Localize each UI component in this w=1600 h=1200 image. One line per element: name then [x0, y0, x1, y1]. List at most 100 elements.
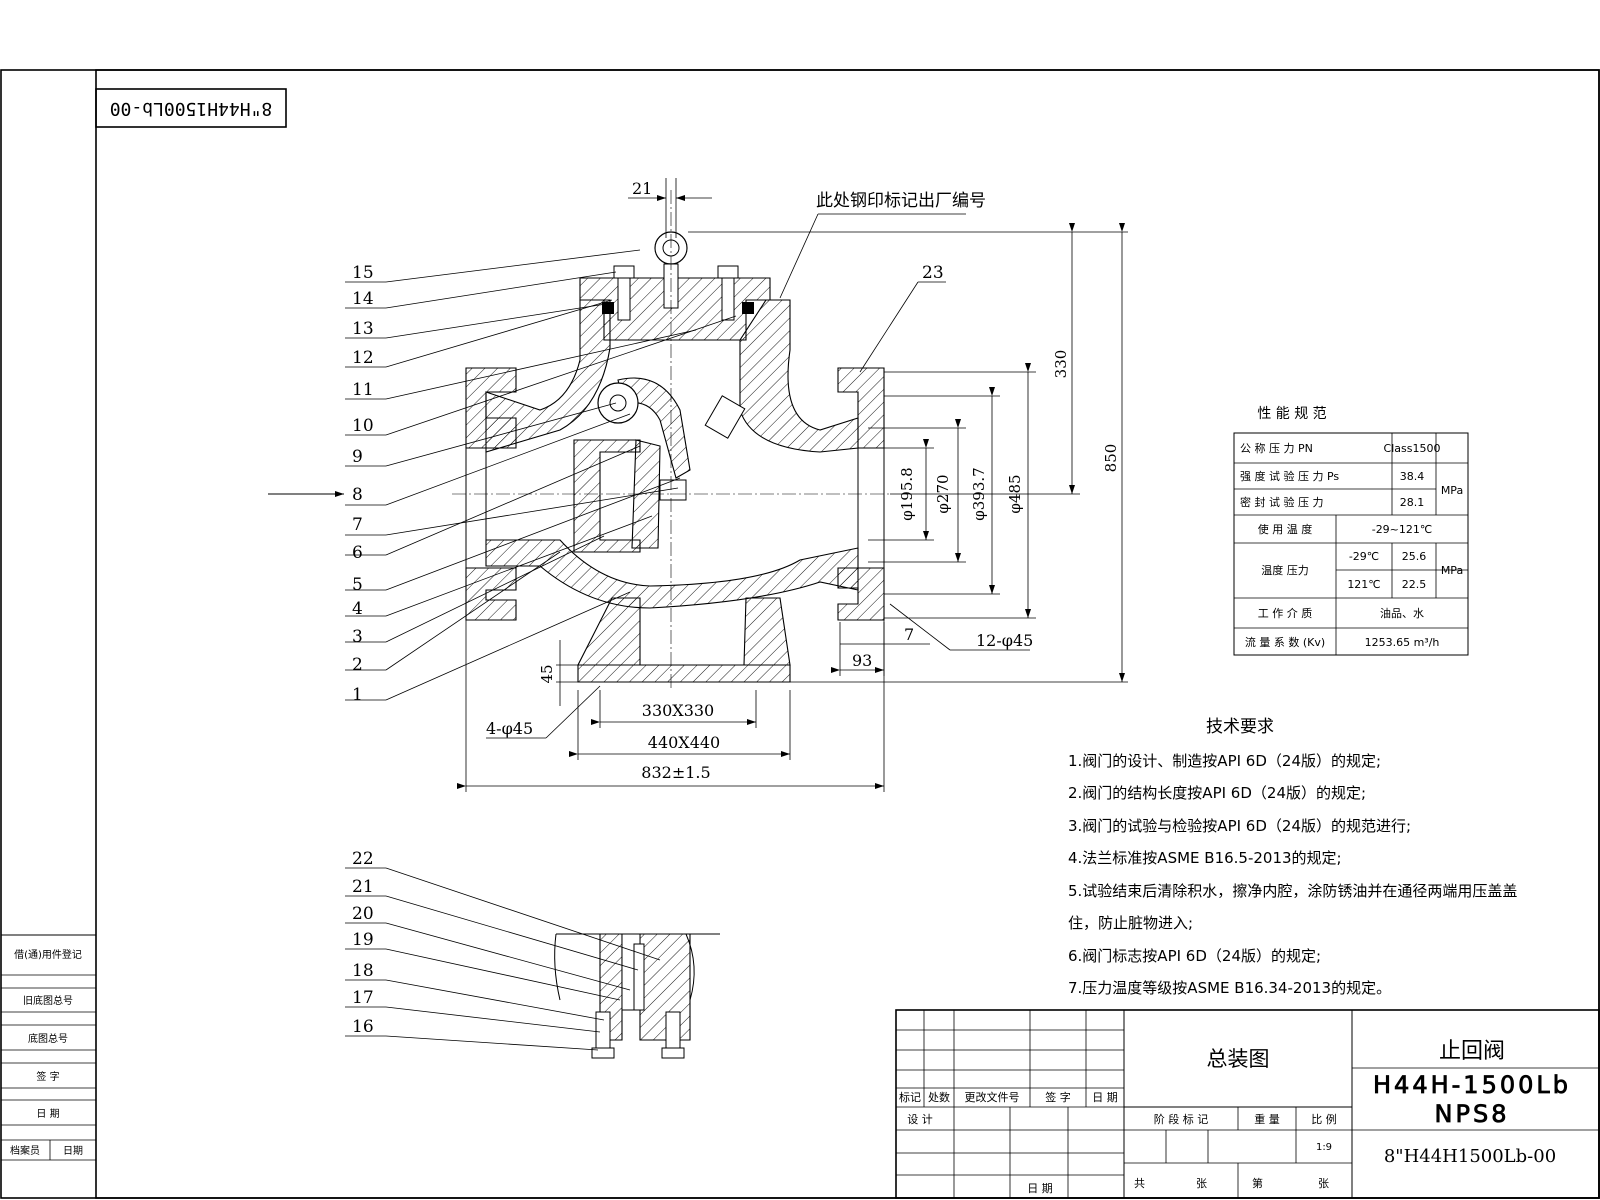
part-number: 22	[352, 849, 374, 869]
side-item: 底图总号	[28, 1032, 68, 1045]
perf-label: 使 用 温 度	[1258, 522, 1313, 536]
tb-sheet: 第	[1252, 1176, 1263, 1190]
detail-view	[554, 933, 720, 1059]
tb-header: 更改文件号	[965, 1090, 1020, 1104]
tech-item: 1.阀门的设计、制造按API 6D（24版）的规定;	[1068, 752, 1381, 770]
tb-sheet: 共	[1134, 1177, 1145, 1190]
tb-drawing-title: 总装图	[1207, 1047, 1270, 1071]
perf-label: 密 封 试 验 压 力	[1240, 495, 1323, 509]
perf-value: 1253.65 m³/h	[1365, 636, 1440, 649]
part-number: 19	[352, 930, 374, 950]
part-number: 13	[352, 319, 374, 339]
tb-weight: 重 量	[1254, 1112, 1280, 1126]
dim-dia-270: φ270	[934, 474, 952, 513]
part-number: 1	[352, 685, 363, 705]
perf-value: 油品、水	[1380, 606, 1424, 620]
tech-item: 2.阀门的结构长度按API 6D（24版）的规定;	[1068, 784, 1366, 802]
dim-dia-393: φ393.7	[970, 467, 988, 520]
perf-unit: MPa	[1441, 564, 1463, 577]
part-number: 12	[352, 348, 374, 368]
dim-length: 832±1.5	[641, 763, 710, 782]
inner-frame	[95, 69, 1600, 1199]
part-numbers-detail: 22 21 20 19 18 17 16	[352, 849, 374, 1037]
part-leaders-main	[345, 213, 966, 701]
tech-item: 住，防止脏物进入;	[1068, 914, 1193, 932]
side-item: 日 期	[36, 1108, 59, 1120]
outer-border	[0, 69, 1600, 1199]
dim-flange-7: 7	[904, 625, 914, 644]
part-number: 18	[352, 961, 374, 981]
performance-title: 性 能 规 范	[1257, 405, 1326, 422]
part-number: 16	[352, 1017, 374, 1037]
perf-temp: -29℃	[1349, 550, 1379, 563]
valve-body-section	[268, 190, 890, 690]
part-number: 21	[352, 877, 374, 897]
tb-sheet: 张	[1196, 1177, 1207, 1190]
perf-unit: MPa	[1441, 484, 1463, 497]
dimensions: 21 330 850 φ195.8 φ270 φ393.7 φ485 12-φ4…	[457, 178, 1128, 792]
part-number: 2	[352, 655, 363, 675]
tech-item: 7.压力温度等级按ASME B16.34-2013的规定。	[1068, 979, 1391, 997]
tb-product-name: 止回阀	[1439, 1039, 1505, 1064]
perf-label: 公 称 压 力 PN	[1240, 441, 1313, 455]
perf-temp: 121℃	[1347, 578, 1380, 591]
tb-drawing-number: 8"H44H1500Lb-00	[1384, 1146, 1556, 1167]
side-footer-left: 档案员	[10, 1144, 40, 1157]
part-number: 11	[352, 380, 374, 400]
perf-label: 温度 压力	[1261, 563, 1309, 577]
tech-item: 5.试验结束后清除积水，擦净内腔，涂防锈油并在通径两端用压盖盖	[1068, 882, 1517, 900]
part-number: 6	[352, 543, 363, 563]
part-number: 17	[352, 988, 374, 1008]
perf-value: 22.5	[1402, 578, 1427, 591]
part-number: 4	[352, 599, 363, 619]
tb-sheet: 张	[1318, 1177, 1329, 1190]
dim-base-holes: 4-φ45	[486, 719, 533, 738]
perf-label: 工 作 介 质	[1258, 607, 1313, 620]
perf-value: 25.6	[1402, 550, 1427, 563]
part-number: 7	[352, 515, 363, 535]
tb-header: 签 字	[1045, 1090, 1071, 1104]
perf-value: 28.1	[1400, 496, 1425, 509]
perf-label: 流 量 系 数 (Kv)	[1245, 635, 1325, 649]
perf-value: Class1500	[1384, 442, 1441, 455]
performance-table: 性 能 规 范 公 称 压 力 PN Class1500 强 度 试 验 压 力…	[1233, 405, 1469, 656]
part-number: 20	[352, 904, 374, 924]
side-footer-right: 日期	[63, 1145, 83, 1157]
dim-dia-195: φ195.8	[898, 467, 916, 520]
tech-title: 技术要求	[1206, 717, 1274, 737]
tb-header: 处数	[928, 1091, 950, 1104]
rotated-drawing-number-box: 8"H44H1500Lb-00	[95, 88, 287, 128]
tech-item: 4.法兰标准按ASME B16.5-2013的规定;	[1068, 849, 1342, 867]
dim-dia-485: φ485	[1006, 474, 1024, 513]
part-number: 15	[352, 263, 374, 283]
dim-flange-93: 93	[852, 651, 872, 670]
part-number: 8	[352, 485, 363, 505]
tech-item: 3.阀门的试验与检验按API 6D（24版）的规范进行;	[1068, 817, 1411, 835]
tb-size: NPS8	[1435, 1100, 1510, 1128]
tb-model: H44H-1500Lb	[1373, 1071, 1571, 1099]
tb-scale: 1:9	[1316, 1142, 1332, 1153]
part-number: 14	[352, 289, 374, 309]
part-number: 3	[352, 627, 363, 647]
side-item: 签 字	[36, 1070, 59, 1083]
dim-330: 330	[1052, 350, 1070, 379]
tb-date: 日 期	[1027, 1182, 1053, 1195]
rotated-drawing-number: 8"H44H1500Lb-00	[110, 98, 273, 119]
tb-scale-label: 比 例	[1311, 1112, 1337, 1126]
perf-label: 强 度 试 验 压 力 Ps	[1240, 469, 1339, 483]
dim-base-440: 440X440	[648, 733, 720, 752]
part-number: 23	[922, 263, 944, 283]
tech-item: 6.阀门标志按API 6D（24版）的规定;	[1068, 947, 1321, 965]
tb-stage: 阶 段 标 记	[1154, 1112, 1209, 1126]
dim-base-45: 45	[538, 664, 556, 683]
part-number: 10	[352, 416, 374, 436]
part-number: 9	[352, 447, 363, 467]
dim-bolt-holes: 12-φ45	[976, 631, 1033, 650]
part-numbers-main: 15 14 13 12 11 10 9 8 7 6 5 4 3 2 1 23 此…	[352, 191, 986, 705]
title-block: 标记 处数 更改文件号 签 字 日 期 设 计 日 期 总装图 阶 段 标 记 …	[895, 1009, 1600, 1199]
perf-value: -29~121℃	[1372, 523, 1433, 536]
side-item: 旧底图总号	[23, 994, 73, 1007]
part-leaders-detail	[345, 867, 661, 1051]
tb-header: 日 期	[1092, 1091, 1118, 1104]
